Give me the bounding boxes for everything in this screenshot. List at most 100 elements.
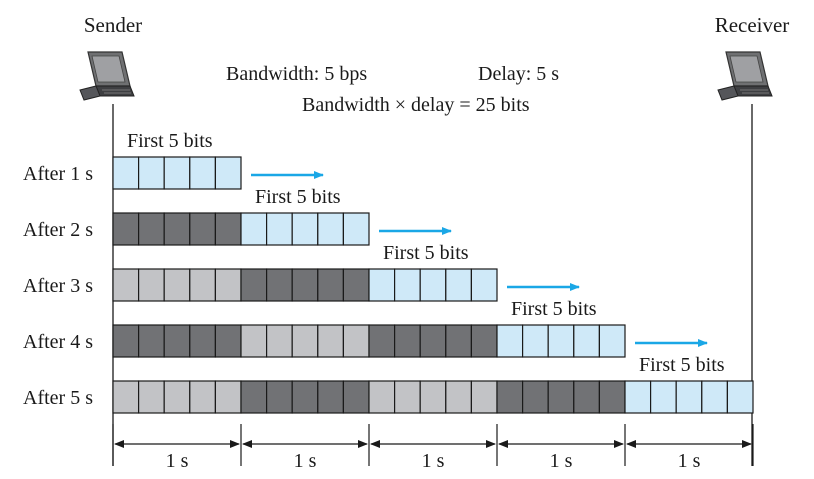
bit-cell [394,380,421,414]
bit-cell [573,380,600,414]
first-bits-label: First 5 bits [255,186,341,208]
bit-cell [419,268,447,302]
bit-cell [317,324,344,358]
bit-cell [189,156,217,190]
row-label: After 1 s [23,163,93,185]
bit-cell [470,268,498,302]
bit-cell [368,380,396,414]
bit-cell [266,380,293,414]
bit-cell [317,380,344,414]
first-bits-label: First 5 bits [511,298,597,320]
bit-cell [317,268,344,302]
bit-cell [394,268,421,302]
bit-cell [470,324,498,358]
receiver-label: Receiver [715,13,790,37]
bit-cell [189,380,217,414]
bit-cell [112,212,140,246]
bit-cell [163,324,191,358]
bit-cell [342,380,370,414]
bit-cell [291,212,319,246]
bit-cell [163,156,191,190]
row: After 1 s First 5 bits [23,130,324,190]
sender-label: Sender [84,13,142,37]
row-label: After 4 s [23,331,93,353]
first-bits-label: First 5 bits [127,130,213,152]
row: After 4 s First 5 bits [23,298,708,358]
bit-cell [496,380,524,414]
bit-cell [138,212,165,246]
bit-cell [445,380,472,414]
bit-cell [419,380,447,414]
product-text: Bandwidth × delay = 25 bits [302,94,530,116]
bit-cell [368,268,396,302]
bit-cell [240,380,268,414]
bit-cell [701,380,728,414]
bit-cell [163,380,191,414]
bit-cell [342,268,370,302]
bit-cell [521,324,549,358]
bit-cell [547,324,575,358]
delay-text: Delay: 5 s [478,63,559,85]
row: After 2 s First 5 bits [23,186,452,246]
bit-cell [291,380,319,414]
time-segment-label: 1 s [550,450,573,472]
bit-cell [112,380,140,414]
row-label: After 3 s [23,275,93,297]
bit-cell [163,268,191,302]
row-label: After 5 s [23,387,93,409]
bit-cell [240,324,268,358]
bit-cell [214,380,242,414]
bit-cell [726,380,754,414]
bit-cell [189,268,217,302]
bit-cell [649,380,677,414]
bit-cell [214,156,242,190]
bit-cell [266,212,293,246]
laptop-icon [717,51,773,101]
time-segment-label: 1 s [678,450,701,472]
bit-cell [189,212,217,246]
bit-cell [598,324,626,358]
first-bits-label: First 5 bits [639,354,725,376]
bit-cell [675,380,703,414]
row-label: After 2 s [23,219,93,241]
bit-cell [573,324,600,358]
bandwidth-text: Bandwidth: 5 bps [226,63,367,85]
bit-cell [112,268,140,302]
bit-cell [138,268,165,302]
bit-cell [112,324,140,358]
row: After 5 s First 5 bits [23,354,754,414]
bit-cell [419,324,447,358]
bit-cell [138,380,165,414]
bit-cell [138,324,165,358]
bit-cell [138,156,165,190]
bit-cell [189,324,217,358]
bit-cell [342,324,370,358]
bit-cell [240,212,268,246]
bit-cell [445,268,472,302]
bit-cell [342,212,370,246]
bit-cell [112,156,140,190]
bit-cell [163,212,191,246]
bit-cell [291,324,319,358]
bit-cell [547,380,575,414]
bit-cell [214,212,242,246]
time-segment-label: 1 s [166,450,189,472]
time-segment-label: 1 s [422,450,445,472]
time-segment-label: 1 s [294,450,317,472]
bit-cell [291,268,319,302]
bit-cell [598,380,626,414]
bit-cell [368,324,396,358]
bit-cell [445,324,472,358]
bit-cell [496,324,524,358]
bit-cell [266,268,293,302]
bit-cell [521,380,549,414]
bit-cell [214,268,242,302]
bit-cell [470,380,498,414]
laptop-icon [79,51,135,101]
bit-cell [240,268,268,302]
time-axis: 1 s 1 s 1 s 1 s 1 s [112,424,754,472]
bit-cell [214,324,242,358]
